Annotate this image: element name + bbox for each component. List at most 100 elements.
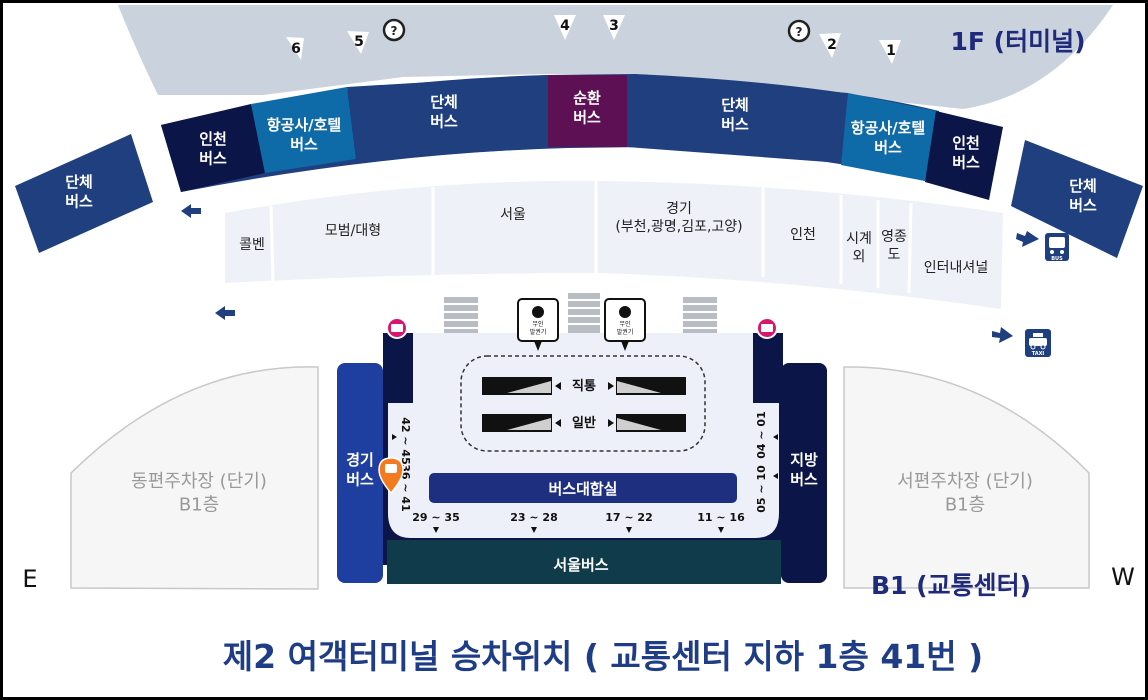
compass-east: E <box>22 565 37 593</box>
text-line: 서편주차장 (단기) <box>897 471 1033 492</box>
gate-number-3: 3 <box>609 18 619 34</box>
gate-arrow-5: 5 <box>347 31 369 54</box>
dest-gyeonggi: 경기 (부천,광명,김포,고양) <box>615 201 742 235</box>
text-line: B1층 <box>179 494 219 515</box>
text-line: 버스 <box>290 136 318 154</box>
waiting-room-label: 버스대합실 <box>548 480 617 498</box>
text-line: 단체 <box>430 93 458 111</box>
arrow-icon <box>181 204 1039 343</box>
text-line: (부천,광명,김포,고양) <box>615 219 742 235</box>
atm-icon <box>756 317 778 339</box>
dest-collbenn: 콜벤 <box>239 237 265 253</box>
parking-west-label: 서편주차장 (단기)B1층 <box>897 471 1033 515</box>
text-line: 영종 <box>881 229 907 245</box>
text-line: 무인 <box>619 321 630 328</box>
text-line: 경기 <box>346 451 374 469</box>
gate-arrow-2: 2 <box>819 33 841 58</box>
platform-05-10: 05 ~ 10 <box>755 465 768 513</box>
seoul-bus-zone: 서울버스 <box>387 540 781 584</box>
svg-text:?: ? <box>391 24 398 38</box>
text-line: 버스 <box>430 113 458 131</box>
text-line: 버스 <box>199 150 227 168</box>
gate-number-1: 1 <box>886 43 896 59</box>
stairs-icon <box>444 297 478 337</box>
parking-west: 서편주차장 (단기)B1층 <box>843 366 1090 589</box>
text-line: 항공사/호텔 <box>267 116 341 134</box>
help-circle-icon: ? <box>787 19 811 43</box>
destination-band <box>225 180 1003 309</box>
hall-pillar-left <box>383 333 413 403</box>
platform-bottom-arrows <box>433 527 724 533</box>
gate-number-2: 2 <box>827 37 837 53</box>
seoul-bus-label: 서울버스 <box>553 556 608 574</box>
gate-number-6: 6 <box>291 41 301 57</box>
waiting-room: 버스대합실 <box>429 473 737 503</box>
platform-17-22: 17 ~ 22 <box>605 511 653 524</box>
gate-arrow-6: 6 <box>286 37 304 60</box>
taxi-icon: TAXI <box>1025 329 1051 357</box>
text-line: 경기 <box>666 201 692 217</box>
text-line: 동편주차장 (단기) <box>131 471 267 492</box>
taxi-badge-label: TAXI <box>1032 351 1045 357</box>
text-line: 도 <box>888 247 901 263</box>
parking-east-label: 동편주차장 (단기)B1층 <box>131 471 267 515</box>
dest-seoul: 서울 <box>500 207 526 223</box>
text-line: 순환 <box>573 89 601 107</box>
text-line: B1층 <box>945 494 985 515</box>
atm-icon <box>386 317 408 339</box>
bus-badge-label: BUS <box>1051 256 1063 262</box>
bus-icon: BUS <box>1045 233 1069 262</box>
stairs-icon <box>568 293 600 333</box>
platform-23-28: 23 ~ 28 <box>510 511 558 524</box>
platform-42-45: 42 ~ 45 <box>399 417 412 465</box>
text-line: 항공사/호텔 <box>851 119 925 137</box>
lane-normal: 일반 <box>482 414 686 432</box>
stairs-icon <box>683 297 717 337</box>
b1-hall <box>388 333 779 538</box>
terminal-band <box>118 5 1113 109</box>
footer-title: 제2 여객터미널 승차위치 ( 교통센터 지하 1층 41번 ) <box>223 637 983 676</box>
text-line: 버스 <box>874 139 902 157</box>
text-line: 무인 <box>532 321 543 328</box>
dest-limousine: 모범/대형 <box>325 223 381 239</box>
platform-29-35: 29 ~ 35 <box>412 511 460 524</box>
lane-area <box>460 355 706 452</box>
location-marker-icon <box>378 457 404 495</box>
floor-1f-label: 1F (터미널) <box>950 27 1085 56</box>
gate-arrow-1: 1 <box>879 40 901 64</box>
text-line: 버스 <box>346 471 374 489</box>
lane-direct: 직통 <box>482 377 686 395</box>
text-line: 단체 <box>721 96 749 114</box>
gate-number-4: 4 <box>560 18 570 34</box>
lane-normal-label: 일반 <box>572 415 596 431</box>
dest-incheon: 인천 <box>790 227 816 243</box>
gate-number-5: 5 <box>354 34 364 50</box>
text-line: 버스 <box>1069 197 1097 215</box>
parking-east: 동편주차장 (단기)B1층 <box>70 366 319 590</box>
text-line: 버스 <box>952 154 980 172</box>
floor-b1-label: B1 (교통센터) <box>871 571 1031 600</box>
compass-west: W <box>1111 563 1135 591</box>
text-line: 지방 <box>790 451 818 469</box>
text-line: 단체 <box>65 173 93 191</box>
